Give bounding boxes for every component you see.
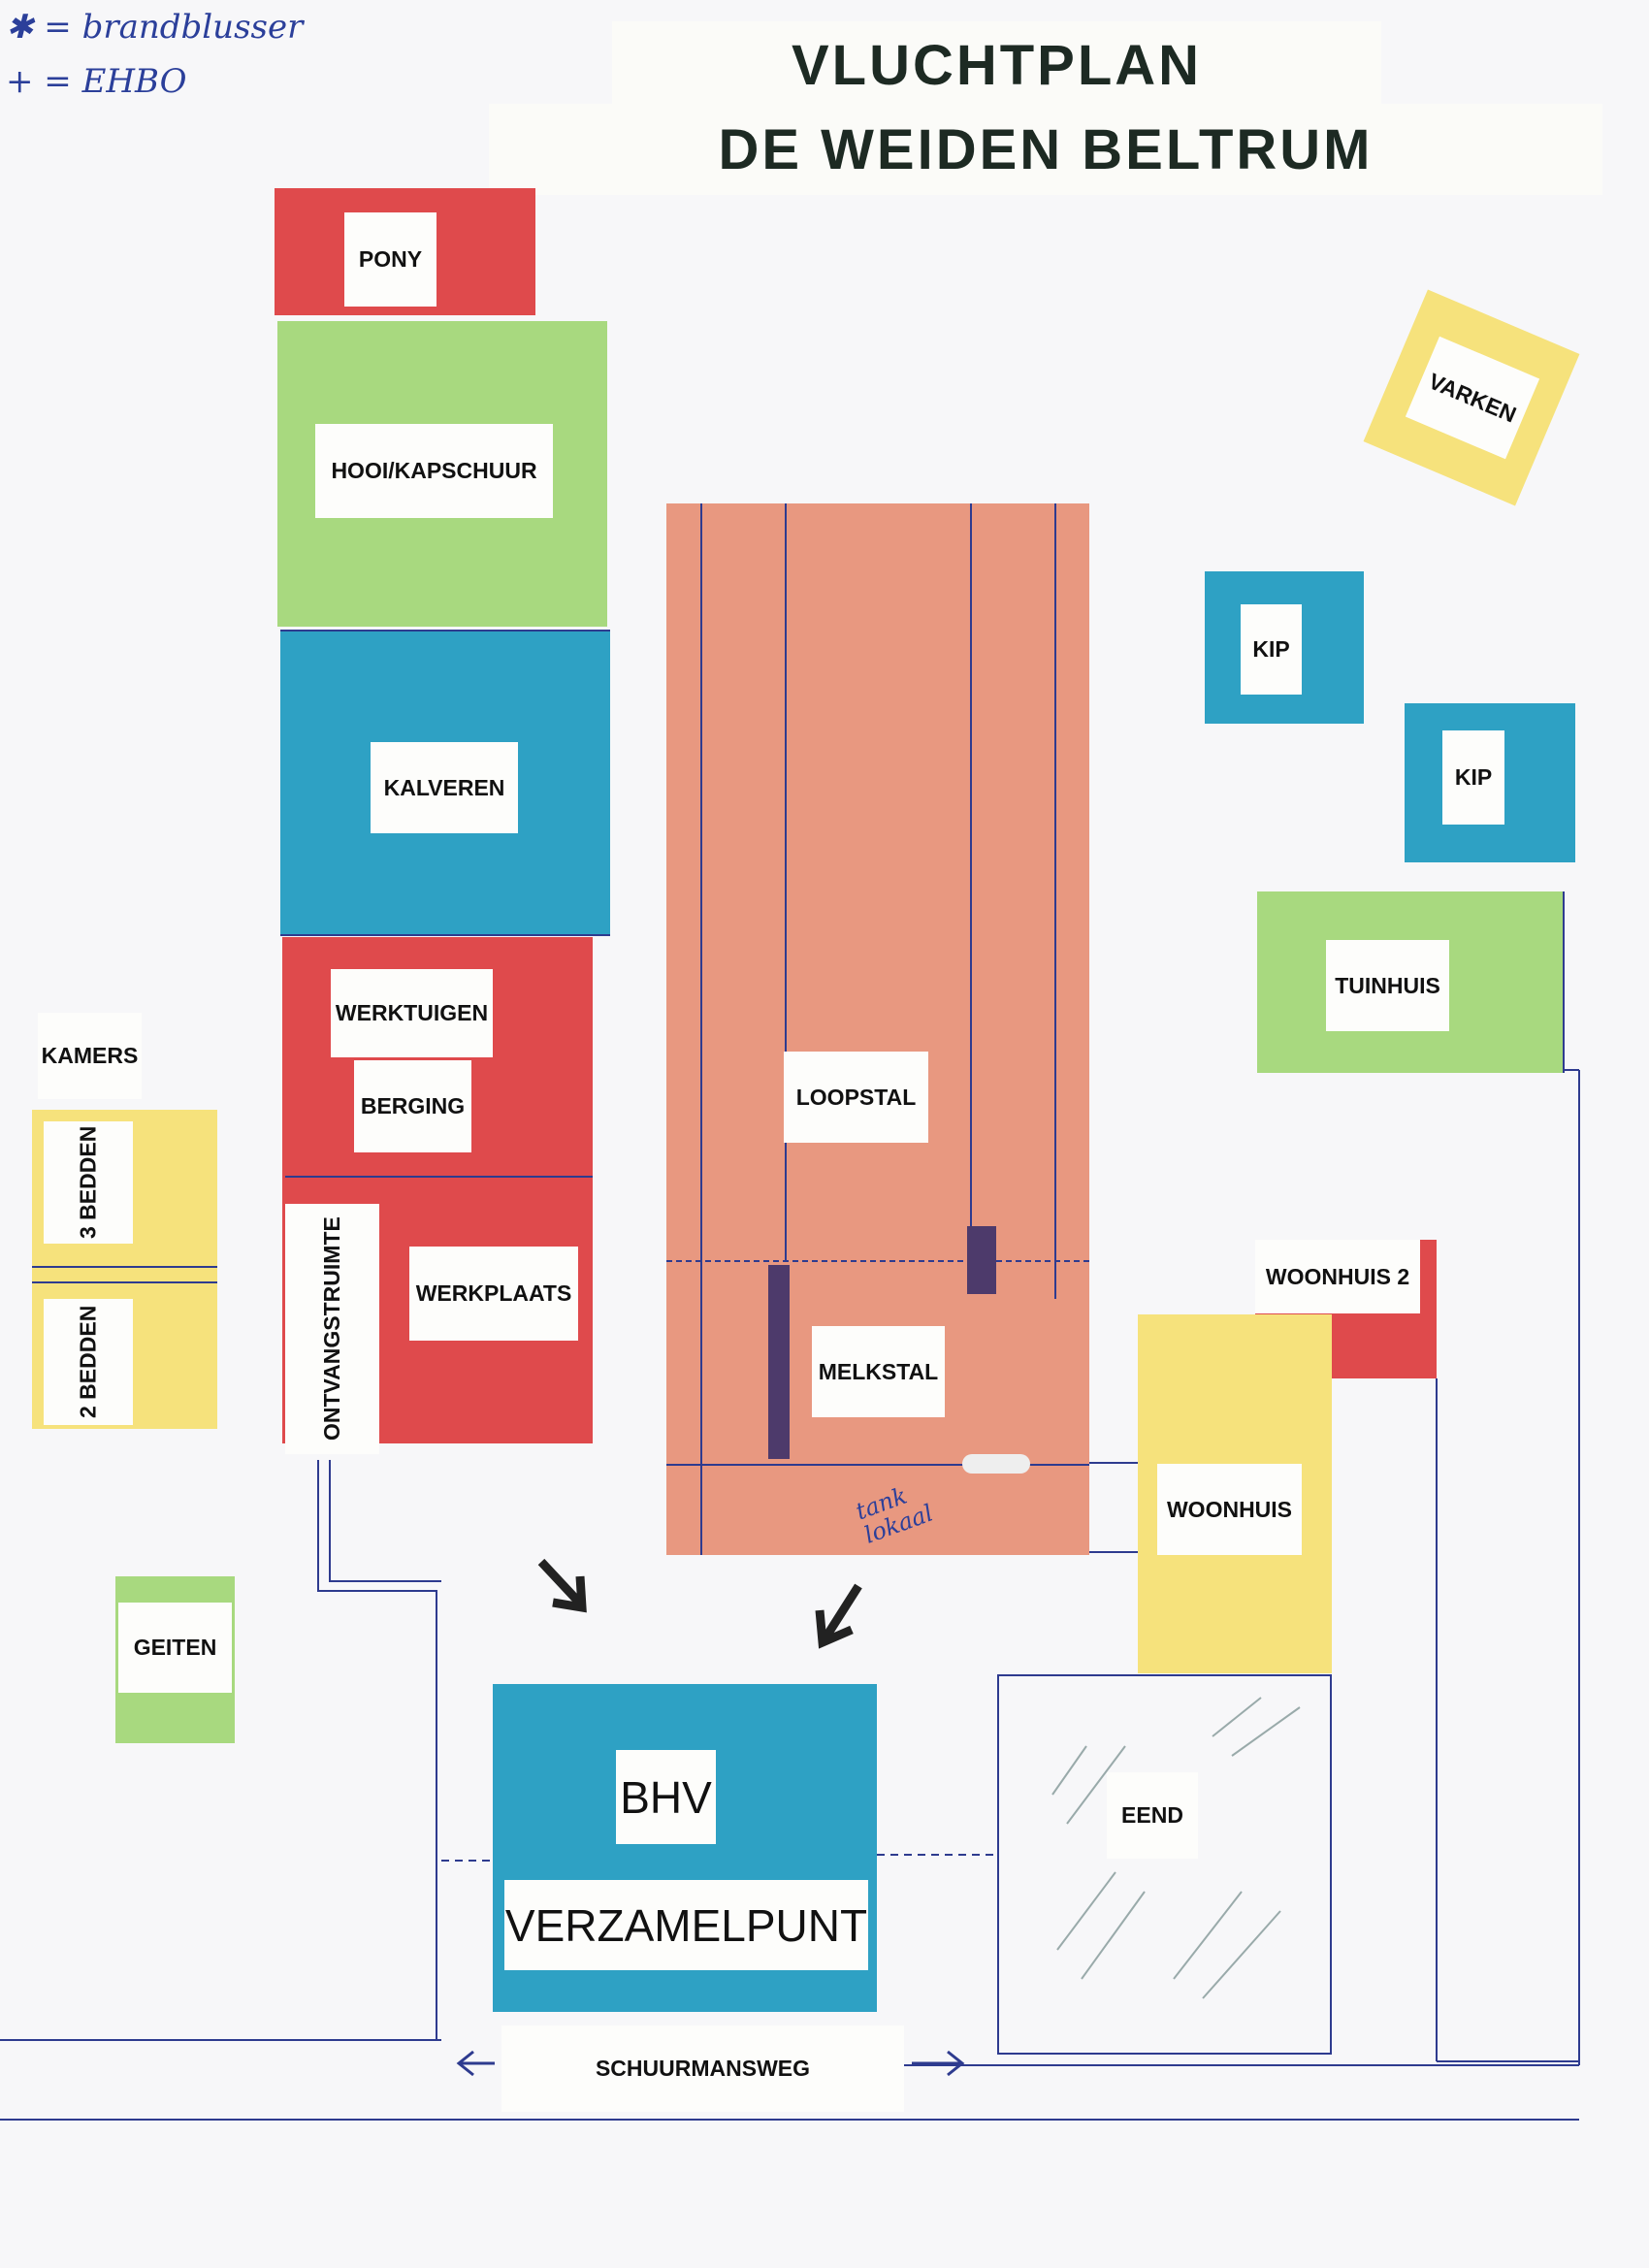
label-schuurmansweg: SCHUURMANSWEG: [501, 2025, 904, 2112]
label-geiten: GEITEN: [118, 1603, 232, 1693]
label-loopstal: LOOPSTAL: [784, 1052, 928, 1143]
label-woonhuis: WOONHUIS: [1157, 1464, 1302, 1555]
label-kip-1: KIP: [1241, 604, 1302, 695]
label-tuinhuis: TUINHUIS: [1326, 940, 1449, 1031]
legend-first-aid: + = EHBO: [6, 62, 187, 101]
label-woonhuis-2: WOONHUIS 2: [1255, 1240, 1420, 1313]
label-eend: EEND: [1107, 1772, 1198, 1859]
label-pony: PONY: [344, 212, 436, 307]
legend-extinguisher: ✱ = brandblusser: [6, 8, 304, 47]
label-bhv: BHV: [616, 1750, 716, 1844]
label-werktuigen: WERKTUIGEN: [331, 969, 493, 1057]
label-kamers: KAMERS: [38, 1013, 142, 1099]
title-line1: VLUCHTPLAN: [612, 21, 1381, 109]
title-line2: DE WEIDEN BELTRUM: [489, 104, 1602, 195]
label-berging: BERGING: [354, 1060, 471, 1152]
label-3-bedden: 3 BEDDEN: [44, 1121, 133, 1244]
label-2-bedden: 2 BEDDEN: [44, 1299, 133, 1425]
label-kalveren: KALVEREN: [371, 742, 518, 833]
label-ontvangstruimte: ONTVANGSTRUIMTE: [285, 1204, 379, 1454]
wall-line: [32, 1266, 217, 1283]
label-hooi-kapschuur: HOOI/KAPSCHUUR: [315, 424, 553, 518]
label-kip-2: KIP: [1442, 730, 1504, 825]
building-loopstal: [666, 503, 1089, 1555]
label-werkplaats: WERKPLAATS: [409, 1247, 578, 1341]
wall-line: [285, 1176, 593, 1178]
label-melkstal: MELKSTAL: [812, 1326, 945, 1417]
label-verzamelpunt: VERZAMELPUNT: [504, 1880, 868, 1970]
